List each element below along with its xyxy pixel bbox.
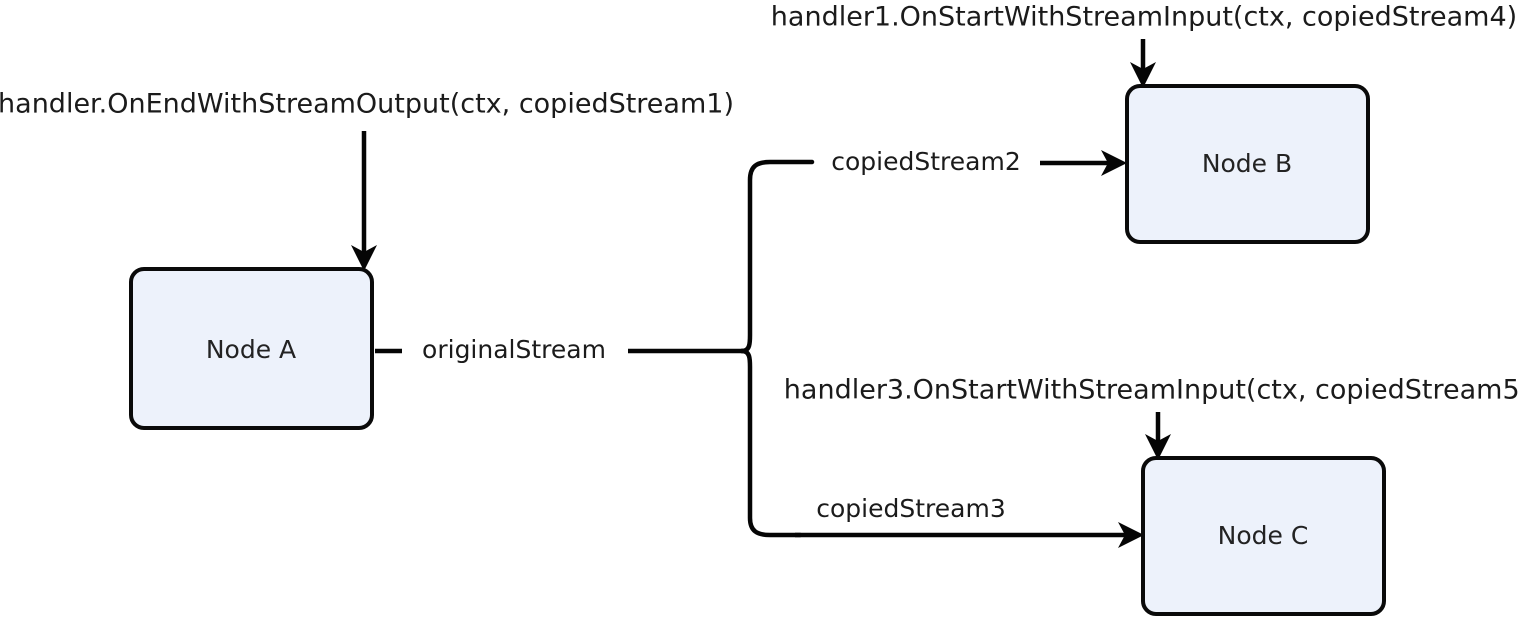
edge-handler3-to-node-c [1145, 412, 1171, 460]
edge-handler-to-node-a-arrowhead [351, 245, 377, 271]
edge-handler1-to-node-b-arrowhead [1130, 62, 1156, 88]
edge-copied-stream-2-arrowhead [1101, 150, 1127, 176]
edge-handler-to-node-a [351, 131, 377, 271]
node-c-label: Node C [1218, 521, 1309, 550]
node-a-label: Node A [206, 335, 296, 364]
node-b-label: Node B [1202, 149, 1292, 178]
edge-label-copied-stream-3: copiedStream3 [816, 494, 1005, 523]
edge-branch-lower [739, 348, 803, 538]
node-c[interactable]: Node C [1141, 456, 1386, 616]
edge-label-copied-stream-2: copiedStream2 [831, 147, 1020, 176]
edge-branch-upper [739, 159, 815, 354]
node-a[interactable]: Node A [129, 267, 374, 430]
edge-handler1-to-node-b [1130, 39, 1156, 88]
edge-handler3-to-node-c-arrowhead [1145, 434, 1171, 460]
edge-label-original-stream: originalStream [422, 335, 606, 364]
node-a-box[interactable] [129, 267, 374, 430]
node-b[interactable]: Node B [1125, 84, 1370, 244]
edge-copied-stream-3-arrowhead [1118, 522, 1144, 548]
edge-copied-stream-3-to-node-c [795, 522, 1144, 548]
edge-copied-stream-2-to-node-b [1040, 150, 1127, 176]
node-b-box[interactable] [1125, 84, 1370, 244]
handler-label-on-end-with-stream-output: handler.OnEndWithStreamOutput(ctx, copie… [0, 89, 734, 120]
handler-label-handler3-on-start-with-stream-input: handler3.OnStartWithStreamInput(ctx, cop… [784, 375, 1520, 406]
handler-label-handler1-on-start-with-stream-input: handler1.OnStartWithStreamInput(ctx, cop… [771, 2, 1517, 33]
node-c-box[interactable] [1141, 456, 1386, 616]
edge-branch-split [739, 159, 815, 538]
